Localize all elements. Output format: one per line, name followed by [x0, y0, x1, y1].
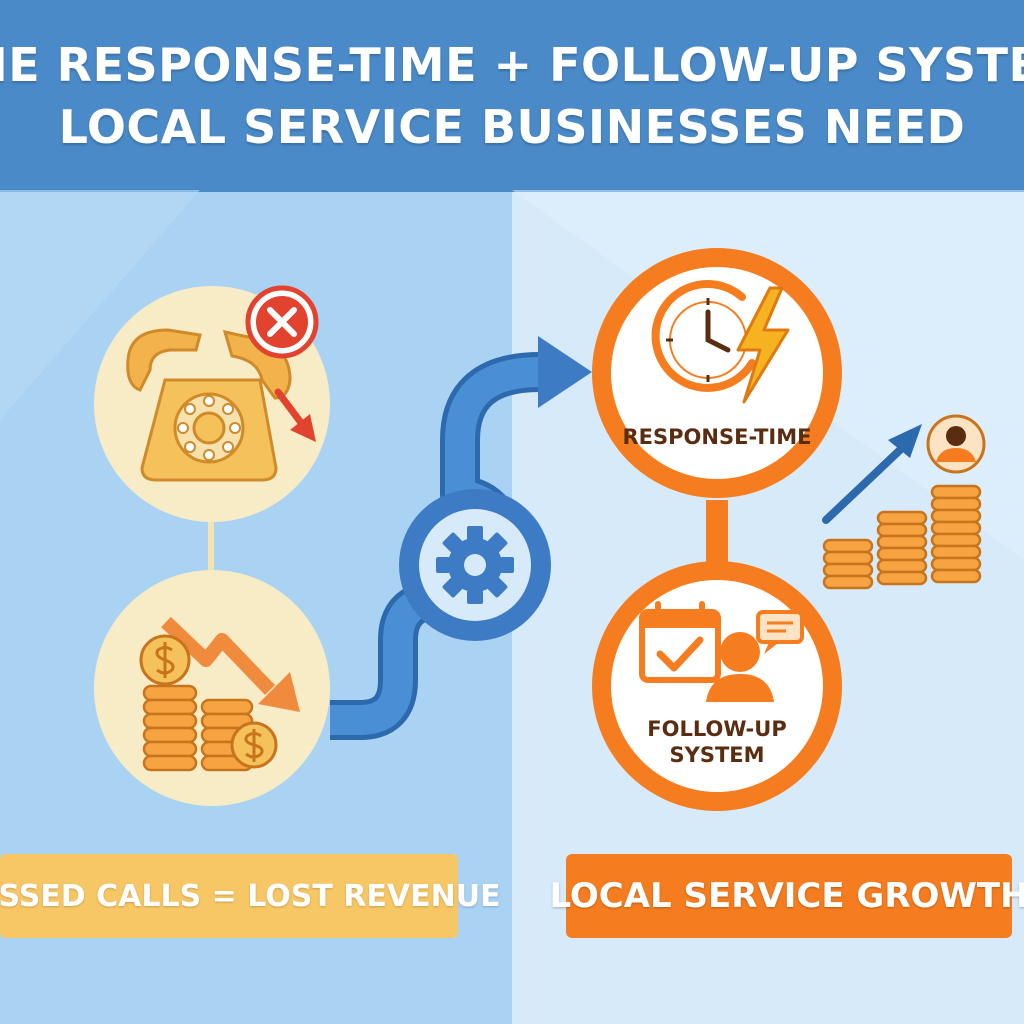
- title-line-1: THE RESPONSE-TIME + FOLLOW-UP SYSTEM: [0, 38, 1024, 92]
- rising-coins-icon: [822, 414, 986, 590]
- clock-lightning-icon: [651, 280, 790, 404]
- bg-facet: [0, 190, 200, 420]
- response-time-label: RESPONSE-TIME: [622, 425, 812, 449]
- gear-node: [399, 489, 551, 641]
- growth-banner: LOCAL SERVICE GROWTH: [549, 854, 1024, 938]
- falling-coins-icon: [139, 616, 300, 772]
- follow-up-node: [592, 561, 842, 811]
- broken-phone-icon: [126, 328, 316, 482]
- avatar-icon: [926, 414, 986, 474]
- left-connector: [208, 500, 214, 640]
- follow-up-label-line-1: FOLLOW-UP: [647, 717, 787, 741]
- lost-revenue-node: [94, 570, 330, 806]
- follow-up-label-line-2: SYSTEM: [669, 743, 765, 767]
- response-time-node: [592, 248, 842, 498]
- missed-call-node: [94, 285, 330, 522]
- right-connector: [706, 500, 728, 580]
- error-x-icon: [245, 285, 319, 359]
- chat-bubble-icon: [756, 610, 804, 654]
- title-line-2: LOCAL SERVICE BUSINESSES NEED: [58, 100, 966, 154]
- follow-up-label: FOLLOW-UP SYSTEM: [612, 712, 822, 772]
- missed-calls-banner: MISSED CALLS = LOST REVENUE: [0, 854, 501, 938]
- gear-icon: [436, 526, 514, 604]
- calendar-icon: [639, 601, 721, 683]
- person-icon: [706, 632, 774, 702]
- header-bar: THE RESPONSE-TIME + FOLLOW-UP SYSTEM LOC…: [0, 0, 1024, 192]
